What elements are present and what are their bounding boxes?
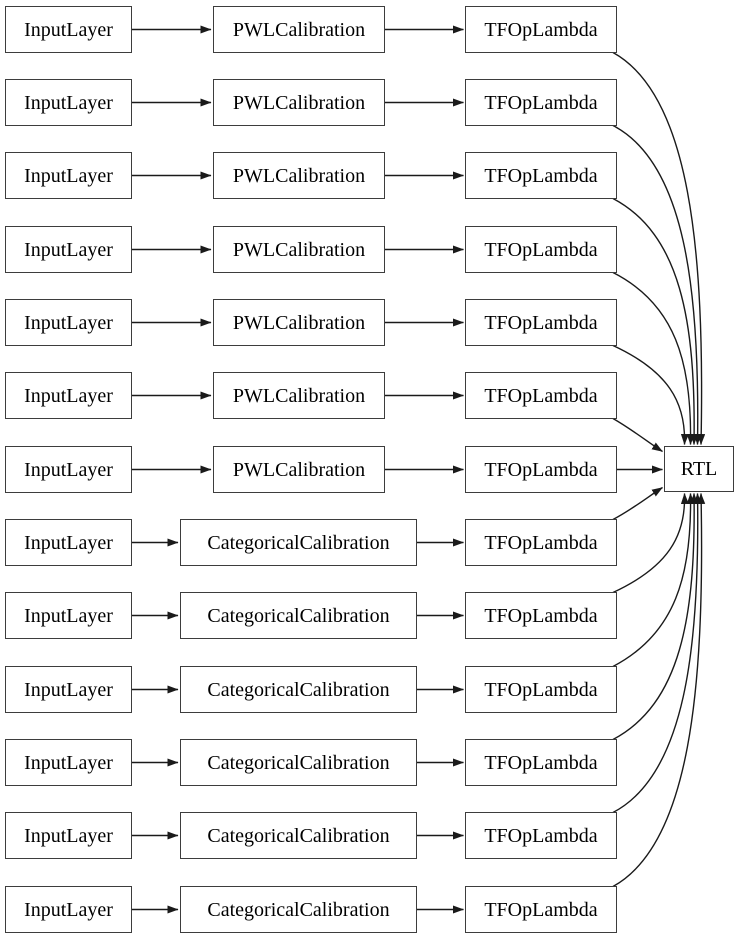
- node-inputlayer: InputLayer: [5, 299, 132, 346]
- node-inputlayer: InputLayer: [5, 372, 132, 419]
- diagram-row-3: InputLayer PWLCalibration TFOpLambda: [0, 152, 741, 199]
- node-categoricalcalibration: CategoricalCalibration: [180, 739, 417, 786]
- node-tfoplambda: TFOpLambda: [465, 79, 617, 126]
- diagram-row-1: InputLayer PWLCalibration TFOpLambda: [0, 6, 741, 53]
- node-inputlayer: InputLayer: [5, 226, 132, 273]
- node-tfoplambda: TFOpLambda: [465, 299, 617, 346]
- node-pwlcalibration: PWLCalibration: [213, 446, 385, 493]
- node-tfoplambda: TFOpLambda: [465, 152, 617, 199]
- node-tfoplambda: TFOpLambda: [465, 226, 617, 273]
- node-inputlayer: InputLayer: [5, 886, 132, 933]
- diagram-row-2: InputLayer PWLCalibration TFOpLambda: [0, 79, 741, 126]
- node-inputlayer: InputLayer: [5, 152, 132, 199]
- node-inputlayer: InputLayer: [5, 446, 132, 493]
- diagram-row-8: InputLayer CategoricalCalibration TFOpLa…: [0, 519, 741, 566]
- diagram-row-9: InputLayer CategoricalCalibration TFOpLa…: [0, 592, 741, 639]
- node-inputlayer: InputLayer: [5, 519, 132, 566]
- diagram-row-7: InputLayer PWLCalibration TFOpLambda: [0, 446, 741, 493]
- diagram-row-12: InputLayer CategoricalCalibration TFOpLa…: [0, 812, 741, 859]
- node-pwlcalibration: PWLCalibration: [213, 6, 385, 53]
- node-inputlayer: InputLayer: [5, 6, 132, 53]
- node-tfoplambda: TFOpLambda: [465, 6, 617, 53]
- diagram-row-11: InputLayer CategoricalCalibration TFOpLa…: [0, 739, 741, 786]
- node-pwlcalibration: PWLCalibration: [213, 79, 385, 126]
- node-categoricalcalibration: CategoricalCalibration: [180, 519, 417, 566]
- node-tfoplambda: TFOpLambda: [465, 886, 617, 933]
- node-tfoplambda: TFOpLambda: [465, 446, 617, 493]
- node-inputlayer: InputLayer: [5, 739, 132, 786]
- diagram-row-13: InputLayer CategoricalCalibration TFOpLa…: [0, 886, 741, 933]
- node-inputlayer: InputLayer: [5, 79, 132, 126]
- node-tfoplambda: TFOpLambda: [465, 666, 617, 713]
- node-tfoplambda: TFOpLambda: [465, 739, 617, 786]
- node-categoricalcalibration: CategoricalCalibration: [180, 886, 417, 933]
- diagram-row-10: InputLayer CategoricalCalibration TFOpLa…: [0, 666, 741, 713]
- node-tfoplambda: TFOpLambda: [465, 812, 617, 859]
- node-tfoplambda: TFOpLambda: [465, 519, 617, 566]
- node-rtl: RTL: [664, 446, 734, 492]
- diagram-row-6: InputLayer PWLCalibration TFOpLambda: [0, 372, 741, 419]
- node-categoricalcalibration: CategoricalCalibration: [180, 592, 417, 639]
- node-tfoplambda: TFOpLambda: [465, 372, 617, 419]
- node-tfoplambda: TFOpLambda: [465, 592, 617, 639]
- node-inputlayer: InputLayer: [5, 592, 132, 639]
- node-inputlayer: InputLayer: [5, 666, 132, 713]
- diagram-row-5: InputLayer PWLCalibration TFOpLambda: [0, 299, 741, 346]
- node-pwlcalibration: PWLCalibration: [213, 226, 385, 273]
- node-pwlcalibration: PWLCalibration: [213, 299, 385, 346]
- diagram-row-4: InputLayer PWLCalibration TFOpLambda: [0, 226, 741, 273]
- node-pwlcalibration: PWLCalibration: [213, 372, 385, 419]
- node-categoricalcalibration: CategoricalCalibration: [180, 812, 417, 859]
- node-inputlayer: InputLayer: [5, 812, 132, 859]
- node-pwlcalibration: PWLCalibration: [213, 152, 385, 199]
- node-categoricalcalibration: CategoricalCalibration: [180, 666, 417, 713]
